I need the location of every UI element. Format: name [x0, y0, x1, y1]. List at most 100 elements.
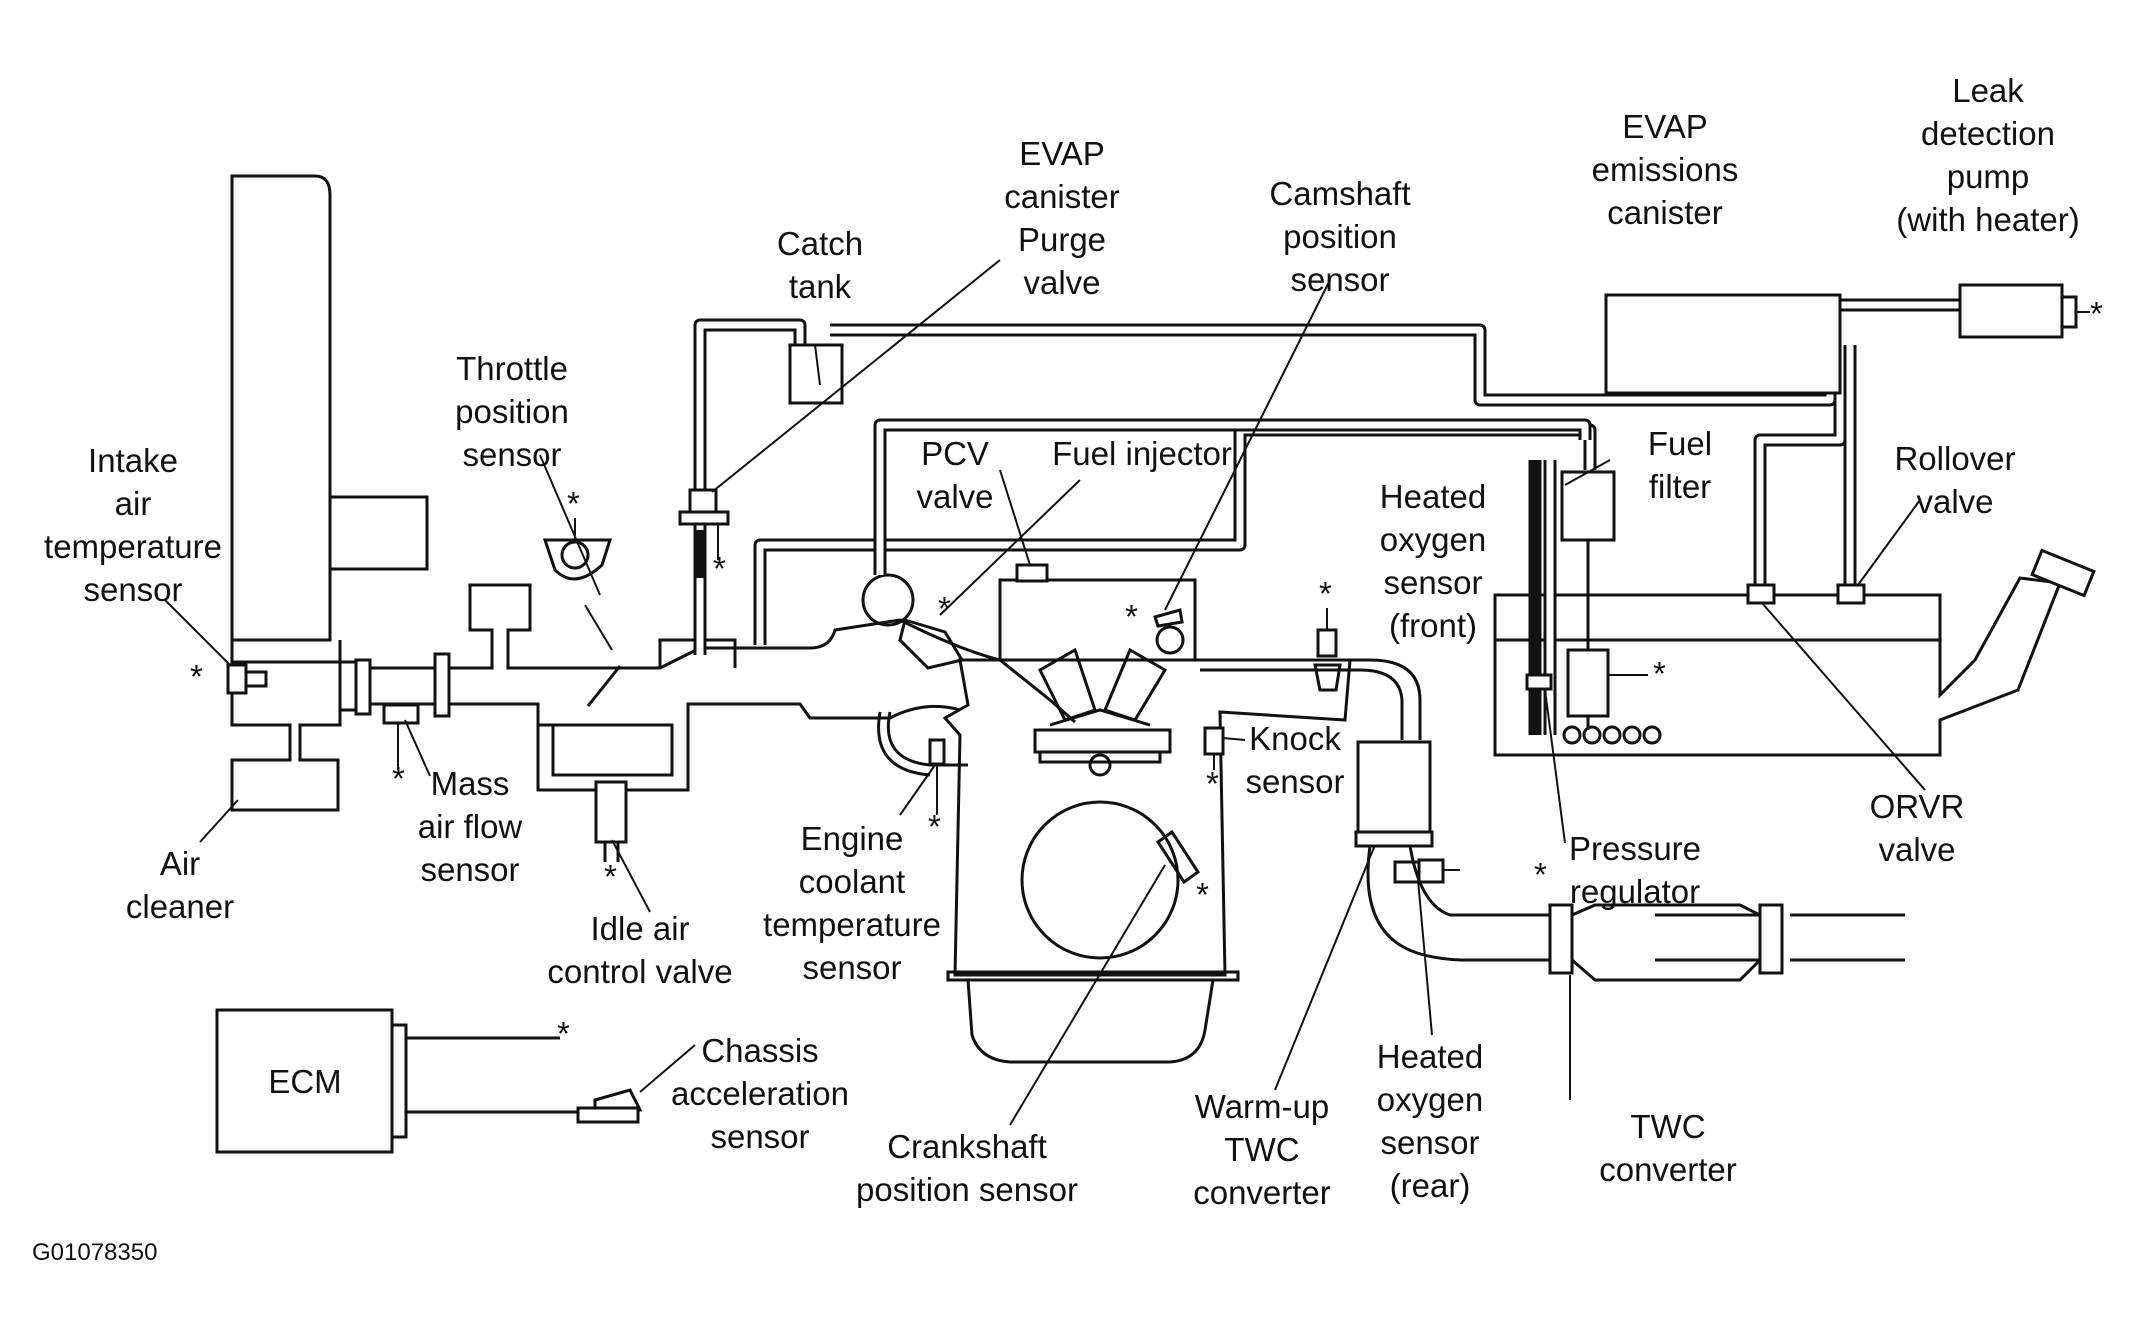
svg-text:Air: Air: [160, 845, 200, 882]
svg-text:sensor: sensor: [420, 851, 519, 888]
star-camshaft: *: [1125, 598, 1138, 635]
fuel-tank: [1493, 548, 2096, 757]
idle-air-control-valve: [594, 780, 628, 862]
svg-text:temperature: temperature: [44, 528, 222, 565]
throttle-position-sensor: [542, 538, 613, 581]
fuel-filter: [1560, 470, 1616, 650]
svg-text:Purge: Purge: [1018, 221, 1106, 258]
svg-text:converter: converter: [1599, 1151, 1737, 1188]
label-heated-oxygen-sensor-rear: Heated oxygen sensor (rear): [1377, 1038, 1483, 1204]
label-fuel-injector: Fuel injector: [1052, 435, 1232, 472]
svg-text:valve: valve: [916, 478, 993, 515]
svg-text:oxygen: oxygen: [1380, 521, 1486, 558]
star-ecm: *: [557, 1015, 570, 1052]
throttle-plate: [586, 665, 622, 707]
label-engine-coolant-temperature-sensor: Engine coolant temperature sensor: [763, 820, 941, 986]
crankshaft-position-sensor: [1155, 829, 1201, 885]
label-rollover-valve: Rollover valve: [1894, 440, 2015, 520]
intake-manifold: [659, 618, 1076, 724]
star-throttle-position: *: [567, 485, 580, 522]
label-intake-air-temperature-sensor: Intake air temperature sensor: [44, 442, 222, 608]
svg-text:position sensor: position sensor: [856, 1171, 1078, 1208]
label-leak-detection-pump: Leak detection pump (with heater): [1896, 72, 2079, 238]
svg-text:sensor: sensor: [462, 436, 561, 473]
svg-text:emissions: emissions: [1592, 151, 1739, 188]
svg-text:sensor: sensor: [1380, 1124, 1479, 1161]
orvr-valve: [1746, 583, 1776, 605]
evap-canister-purge-valve: [678, 488, 730, 526]
intake-air-temperature-sensor: [226, 663, 268, 695]
svg-text:sensor: sensor: [1245, 763, 1344, 800]
pressure-regulator: [1525, 673, 1553, 691]
fuel-feed-line: [1528, 460, 1557, 735]
exhaust-pipe: [1200, 658, 1422, 740]
svg-text:Camshaft: Camshaft: [1269, 175, 1410, 212]
svg-text:EVAP: EVAP: [1019, 135, 1105, 172]
label-twc-converter: TWC converter: [1599, 1108, 1737, 1188]
svg-text:(with heater): (with heater): [1896, 201, 2079, 238]
svg-text:coolant: coolant: [799, 863, 905, 900]
heated-oxygen-sensor-front: [1313, 628, 1342, 692]
svg-text:temperature: temperature: [763, 906, 941, 943]
star-coolant-temp: *: [928, 808, 941, 845]
svg-text:TWC: TWC: [1630, 1108, 1705, 1145]
svg-text:Fuel: Fuel: [1648, 425, 1712, 462]
svg-text:canister: canister: [1004, 178, 1120, 215]
svg-text:position: position: [1283, 218, 1397, 255]
svg-text:EVAP: EVAP: [1622, 108, 1708, 145]
engine-coolant-temperature-sensor: [877, 711, 968, 777]
ecm-connection-markers: * * * * * * * * * * * * * * *: [190, 295, 2103, 1052]
svg-text:Pressure: Pressure: [1569, 830, 1701, 867]
svg-text:sensor: sensor: [1290, 261, 1389, 298]
svg-text:acceleration: acceleration: [671, 1075, 849, 1112]
label-knock-sensor: Knock sensor: [1245, 720, 1344, 800]
svg-text:detection: detection: [1921, 115, 2055, 152]
svg-text:Heated: Heated: [1380, 478, 1486, 515]
leak-detection-pump: [1958, 283, 2078, 339]
svg-text:Engine: Engine: [801, 820, 904, 857]
svg-text:sensor: sensor: [1383, 564, 1482, 601]
svg-text:Idle air: Idle air: [590, 910, 689, 947]
label-throttle-position-sensor: Throttle position sensor: [455, 350, 569, 473]
warm-up-twc-converter: [1354, 740, 1434, 848]
star-knock: *: [1206, 765, 1219, 802]
label-idle-air-control-valve: Idle air control valve: [547, 910, 732, 990]
label-chassis-acceleration-sensor: Chassis acceleration sensor: [671, 1032, 849, 1155]
pcv-valve: [861, 573, 915, 627]
svg-text:air flow: air flow: [418, 808, 523, 845]
star-leak-pump: *: [2090, 295, 2103, 332]
leader-lines: [164, 259, 1926, 1126]
label-ecm: ECM: [268, 1063, 341, 1100]
svg-text:canister: canister: [1607, 194, 1723, 231]
svg-text:Intake: Intake: [88, 442, 178, 479]
label-pcv-valve: PCV valve: [916, 435, 993, 515]
label-crankshaft-position-sensor: Crankshaft position sensor: [856, 1128, 1078, 1208]
label-warm-up-twc-converter: Warm-up TWC converter: [1193, 1088, 1331, 1211]
svg-text:regulator: regulator: [1570, 873, 1700, 910]
svg-text:Crankshaft: Crankshaft: [887, 1128, 1047, 1165]
star-oxygen-rear: *: [1534, 856, 1547, 893]
svg-text:ORVR: ORVR: [1870, 788, 1965, 825]
star-fuel-pump: *: [1653, 655, 1666, 692]
svg-text:position: position: [455, 393, 569, 430]
fuel-level-coils: [1562, 725, 1662, 745]
mass-air-flow-sensor: [382, 703, 420, 725]
knock-sensor: [1203, 726, 1225, 770]
figure-code: G01078350: [32, 1239, 157, 1266]
svg-text:air: air: [115, 485, 152, 522]
label-camshaft-position-sensor: Camshaft position sensor: [1269, 175, 1410, 298]
svg-text:valve: valve: [1916, 483, 1993, 520]
star-mass-air-flow: *: [392, 760, 405, 797]
svg-text:TWC: TWC: [1224, 1131, 1299, 1168]
rollover-valve: [1836, 583, 1866, 605]
svg-text:Chassis: Chassis: [701, 1032, 818, 1069]
label-pressure-regulator: Pressure regulator: [1569, 830, 1701, 910]
svg-text:valve: valve: [1023, 264, 1100, 301]
label-fuel-filter: Fuel filter: [1648, 425, 1712, 505]
exhaust-downpipe: [1366, 845, 1905, 962]
svg-text:Heated: Heated: [1377, 1038, 1483, 1075]
label-evap-canister-purge-valve: EVAP canister Purge valve: [1004, 135, 1120, 301]
svg-text:Leak: Leak: [1952, 72, 2024, 109]
label-evap-emissions-canister: EVAP emissions canister: [1592, 108, 1739, 231]
